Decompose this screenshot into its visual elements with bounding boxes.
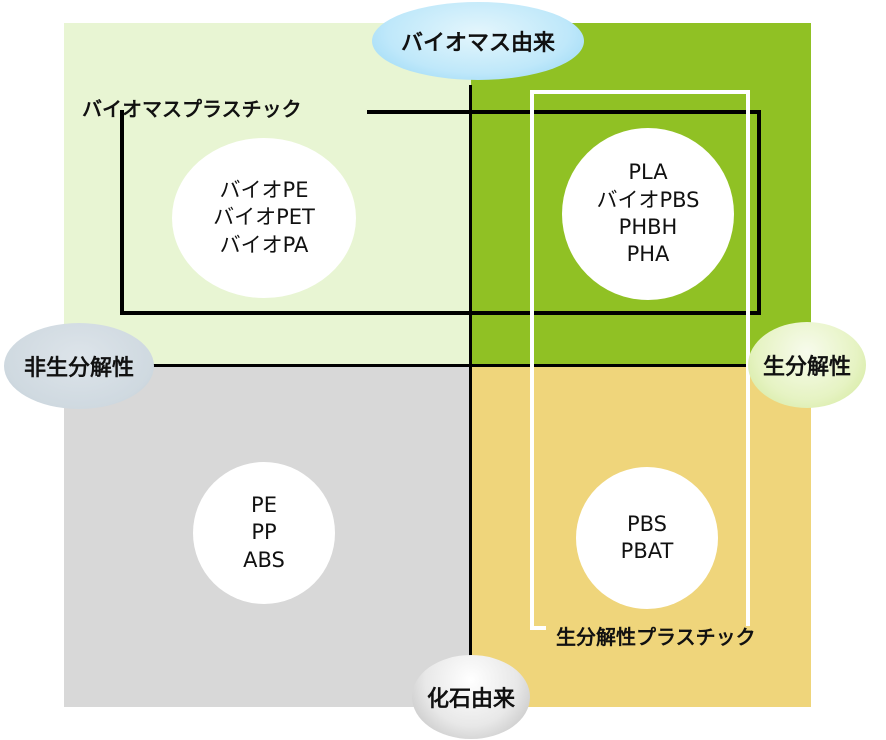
material-label: バイオPBS — [596, 187, 700, 212]
biomass-plastics-label: バイオマスプラスチック — [82, 97, 302, 121]
vertical-axis-line — [469, 85, 472, 675]
material-label: PHBH — [618, 215, 678, 239]
biomass-plastics-bracket-top — [367, 110, 757, 114]
material-label: PE — [251, 493, 277, 518]
axis-label-text: 化石由来 — [426, 687, 515, 712]
materials-circle-top-right: PLA バイオPBS PHBH PHA — [562, 128, 734, 300]
axis-label-text: バイオマス由来 — [400, 31, 555, 56]
material-label: PP — [251, 520, 277, 545]
biodegradable-plastics-label: 生分解性プラスチック — [556, 625, 756, 649]
material-label: バイオPET — [213, 205, 315, 230]
biodegradable-plastics-bracket-stub — [530, 626, 546, 630]
material-label: ABS — [243, 547, 285, 572]
material-label: PBS — [626, 511, 668, 536]
axis-label-fossil-origin: 化石由来 — [412, 655, 530, 739]
material-label: PHA — [626, 242, 670, 267]
biomass-plastics-bracket — [120, 110, 761, 315]
horizontal-axis-line — [150, 364, 750, 367]
material-label: バイオPE — [219, 178, 309, 203]
axis-label-text: 非生分解性 — [23, 356, 134, 381]
material-label: PLA — [628, 160, 668, 185]
materials-circle-top-left: バイオPE バイオPET バイオPA — [172, 138, 356, 298]
material-label: バイオPA — [219, 232, 309, 257]
axis-label-non-biodegradable: 非生分解性 — [4, 323, 154, 409]
materials-circle-bottom-left: PE PP ABS — [193, 462, 335, 604]
materials-circle-bottom-right: PBS PBAT — [576, 467, 718, 609]
axis-label-biomass-origin: バイオマス由来 — [372, 2, 584, 80]
material-label: PBAT — [620, 539, 674, 563]
axis-label-text: 生分解性 — [762, 355, 851, 380]
axis-label-biodegradable: 生分解性 — [748, 322, 866, 408]
